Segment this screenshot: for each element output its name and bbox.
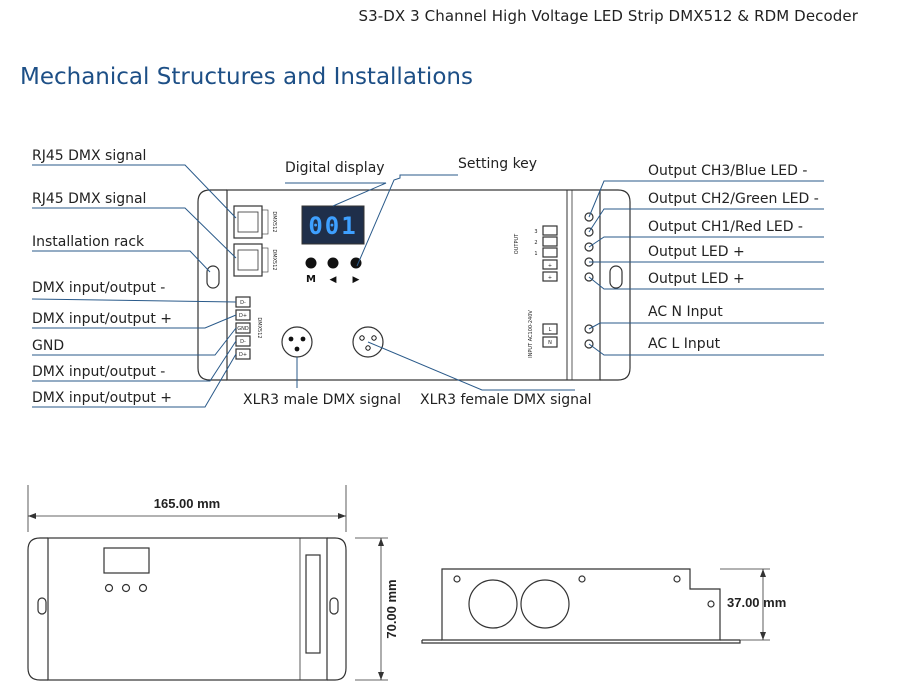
installation-rack-slot-right: [609, 265, 623, 289]
output-terminal-4: +: [548, 275, 552, 281]
dmx-terminal-block: D- D+ GND D- D+ DMX512: [235, 296, 262, 360]
device-body: [226, 189, 601, 381]
label-output-ch3: Output CH3/Blue LED -: [648, 163, 807, 179]
dmx-terminal-side-label: DMX512: [256, 317, 262, 338]
xlr-male-connector: [281, 326, 313, 358]
xlr-female-connector: [352, 326, 384, 358]
label-dmx-plus-2: DMX input/output +: [32, 390, 172, 406]
section-title: Mechanical Structures and Installations: [20, 64, 473, 90]
rj45-port-1: DMX512: [233, 205, 277, 239]
dmx-terminal-2: GND: [237, 326, 249, 332]
label-output-ch2: Output CH2/Green LED -: [648, 191, 819, 207]
document-header: S3-DX 3 Channel High Voltage LED Strip D…: [358, 7, 858, 25]
label-ac-n-input: AC N Input: [648, 304, 723, 320]
label-installation-rack: Installation rack: [32, 234, 145, 250]
output-terminal-block: OUTPUT 3 2 1 + +: [514, 225, 558, 282]
dmx-terminal-0: D-: [240, 300, 246, 306]
rj45-label-1: DMX512: [271, 211, 277, 232]
input-terminal-0: L: [549, 327, 552, 333]
label-dmx-plus-1: DMX input/output +: [32, 311, 172, 327]
label-output-led-plus-2: Output LED +: [648, 271, 745, 287]
label-xlr-female: XLR3 female DMX signal: [420, 392, 592, 408]
label-output-ch1: Output CH1/Red LED -: [648, 219, 803, 235]
output-terminal-0: 3: [534, 229, 537, 235]
output-block-label: OUTPUT: [514, 233, 520, 254]
input-block-label: INPUT AC100-240V: [528, 310, 534, 358]
setting-keys: M ◀ ▶: [305, 257, 362, 285]
device-plan-view: 165.00 mm 70.00 mm: [27, 485, 399, 681]
dmx-terminal-1: D+: [239, 313, 247, 319]
dmx-terminal-3: D-: [240, 339, 246, 345]
key-right-label: ▶: [353, 275, 360, 285]
label-rj45-2: RJ45 DMX signal: [32, 191, 146, 207]
rj45-label-2: DMX512: [271, 249, 277, 270]
label-gnd: GND: [32, 338, 64, 354]
screw-terminals: [584, 212, 594, 349]
key-left[interactable]: [327, 257, 339, 269]
device-top-view: DMX512 DMX512 D- D+ GND D- D+ DMX512 001: [197, 189, 631, 381]
plan-terminal-strip: [305, 554, 321, 654]
dim-height: 70.00 mm: [384, 579, 399, 638]
installation-rack-slot-left: [206, 265, 220, 289]
input-terminal-1: N: [548, 340, 552, 346]
output-terminal-3: +: [548, 263, 552, 269]
label-dmx-minus-1: DMX input/output -: [32, 280, 165, 296]
key-m-label: M: [306, 274, 316, 285]
dmx-terminal-4: D+: [239, 352, 247, 358]
display-digits: 001: [308, 212, 357, 240]
label-output-led-plus-1: Output LED +: [648, 244, 745, 260]
rj45-port-2: DMX512: [233, 243, 277, 277]
label-digital-display: Digital display: [285, 160, 385, 176]
key-right[interactable]: [350, 257, 362, 269]
dim-width: 165.00 mm: [154, 496, 221, 511]
label-setting-key: Setting key: [458, 156, 537, 172]
output-terminal-1: 2: [534, 240, 537, 246]
key-m[interactable]: [305, 257, 317, 269]
dim-depth: 37.00 mm: [727, 595, 786, 610]
leader-lines: [31, 164, 824, 408]
input-terminal-block: INPUT AC100-240V L N: [528, 310, 558, 358]
key-left-label: ◀: [330, 275, 337, 285]
callout-labels: RJ45 DMX signal RJ45 DMX signal Installa…: [32, 148, 819, 408]
output-terminal-2: 1: [534, 251, 537, 257]
label-xlr-male: XLR3 male DMX signal: [243, 392, 401, 408]
label-rj45-1: RJ45 DMX signal: [32, 148, 146, 164]
digital-display: 001: [301, 205, 365, 245]
label-dmx-minus-2: DMX input/output -: [32, 364, 165, 380]
device-side-view: 37.00 mm: [421, 568, 786, 644]
label-ac-l-input: AC L Input: [648, 336, 721, 352]
